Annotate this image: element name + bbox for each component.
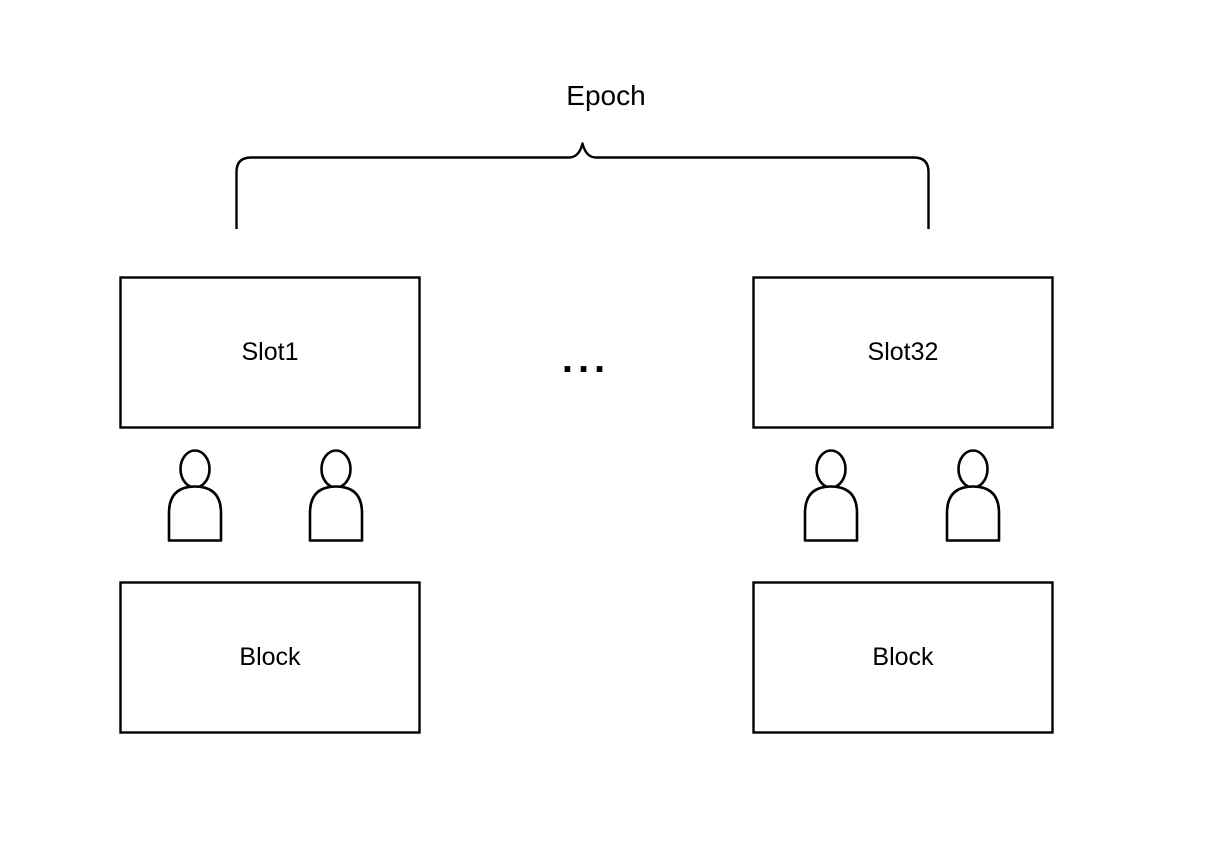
block-label-left: Block <box>239 643 301 671</box>
slot1-box <box>119 276 421 429</box>
person-icon <box>167 449 223 542</box>
epoch-label: Epoch <box>566 80 646 111</box>
block-box-right <box>752 581 1054 734</box>
slot32-box <box>752 276 1054 429</box>
block-box-left <box>119 581 421 734</box>
person-icon <box>308 449 364 542</box>
slots-ellipsis: ... <box>561 337 611 381</box>
person-icon <box>945 449 1001 542</box>
epoch-bracket <box>235 142 930 229</box>
slot1-label: Slot1 <box>241 338 299 366</box>
person-icon <box>803 449 859 542</box>
slot32-label: Slot32 <box>867 338 939 366</box>
block-label-right: Block <box>872 643 934 671</box>
